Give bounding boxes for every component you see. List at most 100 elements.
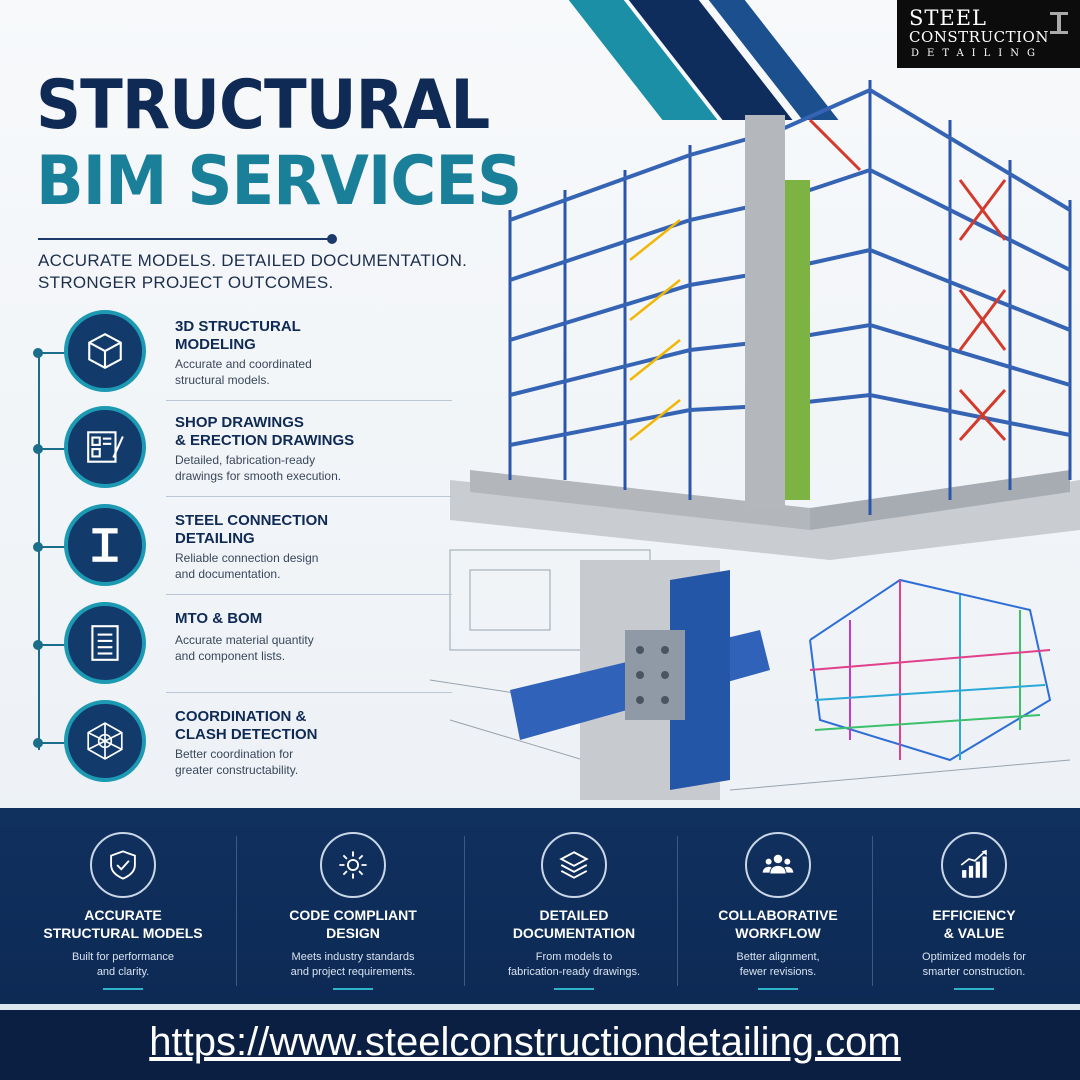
benefit-item: DETAILED DOCUMENTATION From models to fabri… xyxy=(470,808,678,1004)
benefit-description: Optimized models for xyxy=(922,951,1026,963)
service-title-line-2: CLASH DETECTION xyxy=(175,726,318,743)
timeline-dot xyxy=(33,640,43,650)
page-title-line-1: STRUCTURAL xyxy=(36,66,490,145)
title-divider-dot xyxy=(327,234,337,244)
benefit-separator xyxy=(236,836,237,986)
service-title: MTO & BOM xyxy=(175,610,263,627)
benefit-separator xyxy=(872,836,873,986)
benefits-banner: ACCURATE STRUCTURAL MODELS Built for perfo… xyxy=(0,808,1080,1004)
timeline-dot xyxy=(33,542,43,552)
company-logo: STEEL CONSTRUCTION DETAILING xyxy=(897,0,1080,68)
benefit-title-line-2: DOCUMENTATION xyxy=(512,925,636,941)
benefit-title: COLLABORATIVE xyxy=(718,907,838,923)
i-beam-icon xyxy=(64,504,146,586)
timeline-dot xyxy=(33,444,43,454)
benefit-description: From models to xyxy=(535,951,613,963)
timeline-dot xyxy=(33,348,43,358)
service-description: Reliable connection design xyxy=(175,551,319,565)
benefit-description: Better alignment, xyxy=(736,951,820,963)
logo-line-1: STEEL xyxy=(909,6,987,30)
service-divider xyxy=(166,594,452,595)
benefit-separator xyxy=(464,836,465,986)
shield-check-icon xyxy=(90,832,156,898)
service-title-line-2: & ERECTION DRAWINGS xyxy=(175,432,355,449)
service-description: Accurate material quantity xyxy=(175,633,314,647)
tagline-line-2: STRONGER PROJECT OUTCOMES. xyxy=(38,273,334,292)
benefit-item: ACCURATE STRUCTURAL MODELS Built for perfo… xyxy=(10,808,236,1004)
benefit-description-line-2: smarter construction. xyxy=(922,966,1026,978)
service-description-line-2: and documentation. xyxy=(175,567,281,581)
growth-chart-icon xyxy=(941,832,1007,898)
document-list-icon xyxy=(64,602,146,684)
benefit-title: ACCURATE xyxy=(84,907,162,923)
service-item: SHOP DRAWINGS& ERECTION DRAWINGS Detailed… xyxy=(33,402,452,498)
drawing-sheet-icon xyxy=(64,406,146,488)
benefit-description-line-2: fabrication-ready drawings. xyxy=(507,966,641,978)
service-divider xyxy=(166,496,452,497)
team-icon xyxy=(745,832,811,898)
benefit-description: Meets industry standards xyxy=(291,951,415,963)
service-description: Better coordination for xyxy=(175,747,294,761)
service-description: Detailed, fabrication-ready xyxy=(175,453,316,467)
url-bar-top-strip xyxy=(0,1004,1080,1010)
benefit-title: DETAILED xyxy=(539,907,609,923)
benefit-description: Built for performance xyxy=(71,951,175,963)
benefit-title-line-2: STRUCTURAL MODELS xyxy=(43,925,203,941)
benefit-underline xyxy=(758,988,798,990)
timeline-connector xyxy=(40,742,66,744)
benefit-description-line-2: fewer revisions. xyxy=(739,966,817,978)
logo-line-2: CONSTRUCTION xyxy=(909,28,1049,46)
page-title-line-2: BIM SERVICES xyxy=(36,142,522,221)
clash-mesh-icon xyxy=(64,700,146,782)
service-description-line-2: structural models. xyxy=(175,373,270,387)
steel-building-illustration xyxy=(450,80,1080,560)
timeline-dot xyxy=(33,738,43,748)
service-item: MTO & BOM Accurate material quantity and c… xyxy=(33,598,452,694)
timeline-connector xyxy=(40,352,66,354)
timeline-connector xyxy=(40,448,66,450)
timeline-connector xyxy=(40,644,66,646)
tagline: ACCURATE MODELS. DETAILED DOCUMENTATION.… xyxy=(38,250,467,294)
benefit-title: CODE COMPLIANT xyxy=(289,907,417,923)
service-divider xyxy=(166,400,452,401)
gear-icon xyxy=(320,832,386,898)
website-bar: https://www.steelconstructiondetailing.c… xyxy=(0,1004,1080,1080)
benefit-title: EFFICIENCY xyxy=(932,907,1016,923)
layers-icon xyxy=(541,832,607,898)
service-title-line-2: MODELING xyxy=(175,336,256,353)
service-title: SHOP DRAWINGS xyxy=(175,414,304,431)
title-divider xyxy=(38,238,330,240)
benefit-item: EFFICIENCY & VALUE Optimized models for sma… xyxy=(878,808,1070,1004)
tagline-line-1: ACCURATE MODELS. DETAILED DOCUMENTATION. xyxy=(38,251,468,270)
website-link[interactable]: https://www.steelconstructiondetailing.c… xyxy=(149,1020,901,1064)
benefit-underline xyxy=(103,988,143,990)
service-item: COORDINATION &CLASH DETECTION Better coor… xyxy=(33,696,416,792)
service-title: COORDINATION & xyxy=(175,708,307,725)
service-description: Accurate and coordinated xyxy=(175,357,312,371)
service-title-line-2: DETAILING xyxy=(175,530,255,547)
3d-cube-icon xyxy=(64,310,146,392)
benefit-description-line-2: and project requirements. xyxy=(290,966,416,978)
benefit-title-line-2: DESIGN xyxy=(326,925,380,941)
service-title: 3D STRUCTURAL xyxy=(175,318,301,335)
timeline-connector xyxy=(40,546,66,548)
benefit-underline xyxy=(554,988,594,990)
benefit-separator xyxy=(677,836,678,986)
service-description-line-2: greater constructability. xyxy=(175,763,299,777)
service-title: STEEL CONNECTION xyxy=(175,512,329,529)
benefit-underline xyxy=(333,988,373,990)
logo-line-3: DETAILING xyxy=(911,48,1043,59)
service-divider xyxy=(166,692,452,693)
benefit-item: CODE COMPLIANT DESIGN Meets industry stand… xyxy=(242,808,464,1004)
connection-and-wireframe-illustration xyxy=(430,549,1071,800)
i-beam-logo-icon xyxy=(1050,12,1068,34)
benefit-title-line-2: & VALUE xyxy=(943,925,1005,941)
service-description-line-2: and component lists. xyxy=(175,649,286,663)
benefit-underline xyxy=(954,988,994,990)
benefit-description-line-2: and clarity. xyxy=(96,966,150,978)
service-description-line-2: drawings for smooth execution. xyxy=(175,469,342,483)
